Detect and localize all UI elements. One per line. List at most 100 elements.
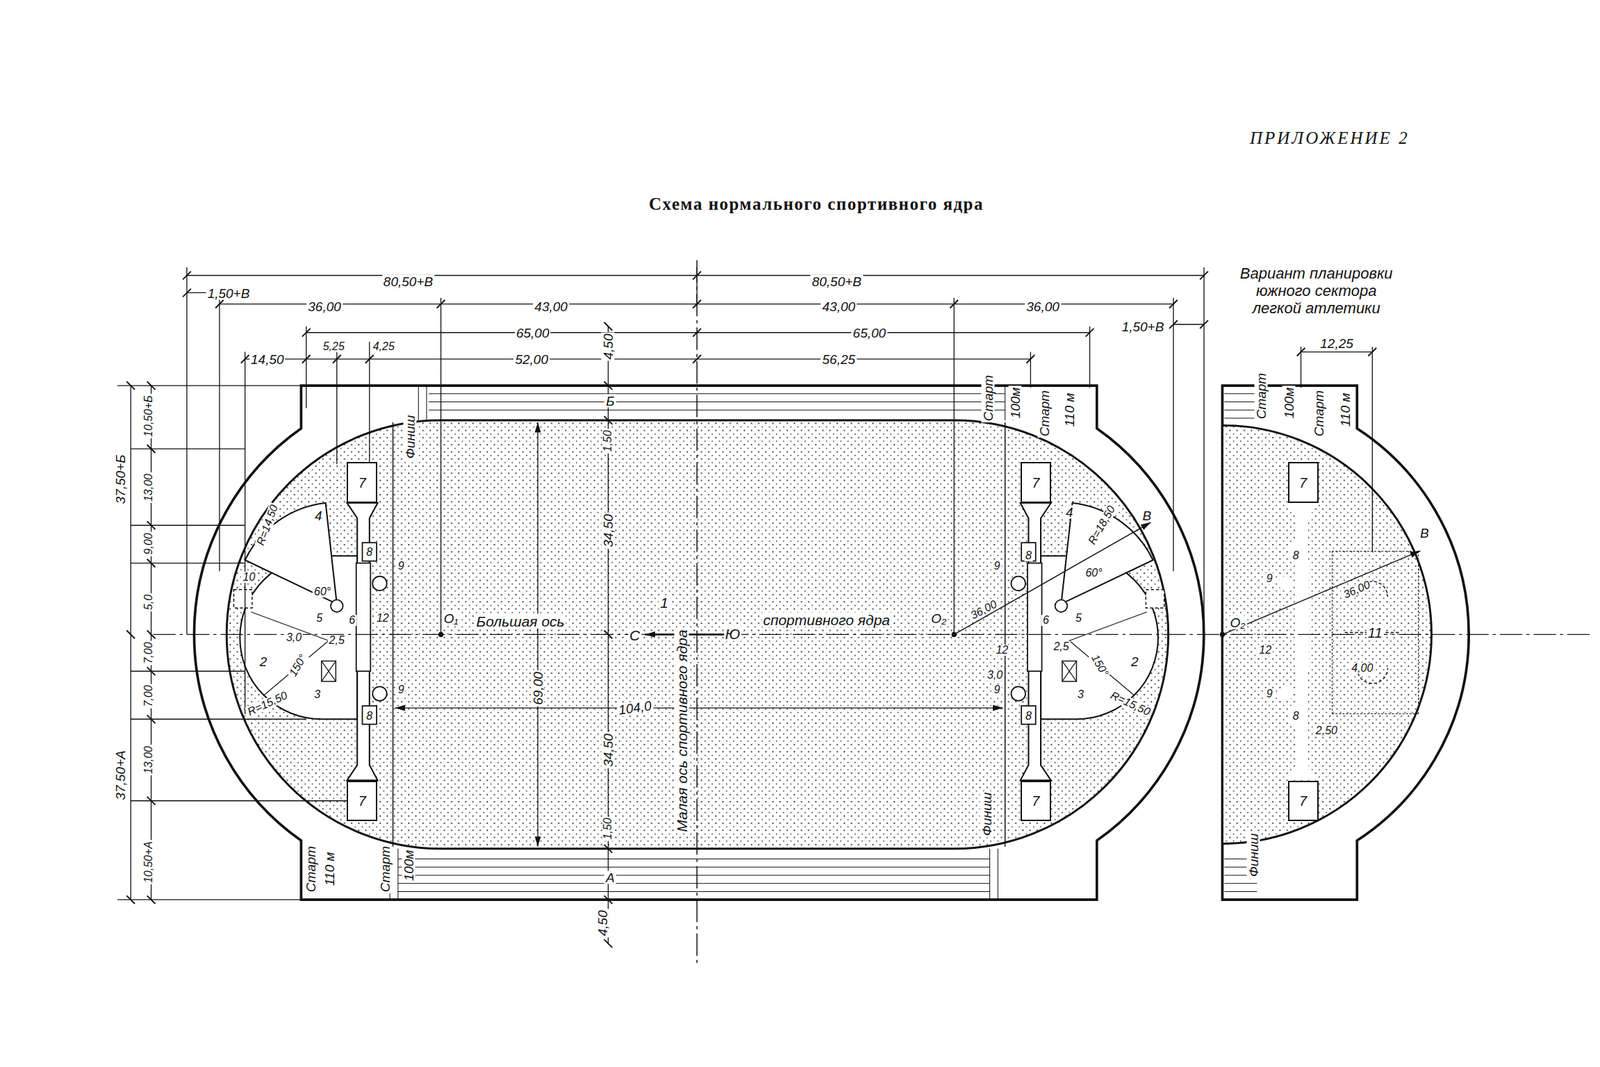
callout-number: 2,50 <box>1314 725 1339 737</box>
callout-number: 12 <box>375 612 391 624</box>
callout-number: 7 <box>1030 794 1041 808</box>
dimension-label: 43,00 <box>821 299 858 313</box>
dimension-label: 110 м <box>1338 391 1352 429</box>
axis-label: Малая ось спортивного ядра <box>674 628 690 834</box>
field-end-sectors <box>234 502 387 781</box>
jump-pit-box: 7 <box>1288 462 1319 503</box>
axis-label: С <box>628 627 642 642</box>
callout-number: 3 <box>312 689 322 701</box>
callout-number: 7,00 <box>143 683 155 708</box>
dimension-label: 37,50+Б <box>113 453 128 506</box>
drawing-title: Схема нормального спортивного ядра <box>648 194 984 214</box>
centre-points <box>438 632 1225 638</box>
callout-number: 4,00 <box>1349 662 1375 674</box>
dimension-label: Старт <box>1037 389 1051 438</box>
axis-label: 1 <box>658 594 670 610</box>
dimension-label: Старт <box>377 844 392 894</box>
callout-number: 9 <box>1265 573 1275 585</box>
callout-number: 10,50+А <box>143 839 155 885</box>
callout-number: 11 <box>1366 625 1384 640</box>
jump-pit-box: 7 <box>1288 780 1319 822</box>
callout-number: 9,00 <box>143 531 155 556</box>
callout-number: 10,50+Б <box>143 393 155 439</box>
dimension-label: Финиш <box>403 413 417 460</box>
callout-number: 8 <box>1291 710 1301 722</box>
dimension-label: 100м <box>401 848 415 883</box>
dimension-label: Старт <box>1254 371 1268 421</box>
callout-number: 6 <box>1041 614 1051 626</box>
dimension-label: Старт <box>980 373 995 423</box>
dimension-label: 110 м <box>323 851 337 888</box>
axis-label: Большая ось <box>474 614 566 629</box>
jump-runway <box>1278 502 1318 781</box>
callout-number: 9 <box>396 684 406 696</box>
callout-number: 8 <box>1291 550 1301 562</box>
dimension-label: 36,00 <box>306 299 343 313</box>
dimension-label: Финиш <box>1246 832 1260 879</box>
jump-pit-box: 7 <box>346 780 378 822</box>
dimension-label: 65,00 <box>851 325 888 340</box>
dimension-label: 43,00 <box>532 299 569 313</box>
appendix-number: ПРИЛОЖЕНИЕ 2 <box>1248 129 1412 147</box>
dimension-label: О₂ <box>929 612 948 626</box>
dimension-label: 34,50 <box>601 732 615 769</box>
callout-number: 9 <box>1265 688 1275 700</box>
callout-number: 3,0 <box>985 669 1004 681</box>
callout-number: 3,0 <box>284 632 303 644</box>
dimension-label: 4 <box>1064 505 1075 519</box>
callout-number: 10 <box>241 571 257 583</box>
callout-number: 5,0 <box>143 592 155 611</box>
callout-number: 6 <box>347 614 357 626</box>
dimension-label: 1,50+В <box>1120 320 1166 334</box>
jump-pit-box: 7 <box>1020 462 1052 503</box>
field-end-sectors <box>1010 502 1164 781</box>
axis-label: спортивного ядра <box>761 612 892 627</box>
dimension-lines <box>117 267 1373 945</box>
jump-pit-box: 7 <box>346 462 378 503</box>
dimension-label: Старт <box>1311 389 1325 438</box>
callout-number: 12 <box>1257 644 1273 656</box>
dimension-label: 65,00 <box>514 325 551 340</box>
dimension-label: 34,50 <box>601 512 615 549</box>
callout-number: 5 <box>1074 612 1084 624</box>
callout-number: 7 <box>1297 475 1309 490</box>
track-lanes <box>389 385 1013 900</box>
dimension-label: 100м <box>1282 386 1296 421</box>
callout-number: 12 <box>994 644 1010 656</box>
callout-number: 7 <box>1297 794 1309 808</box>
callout-number: 8 <box>1024 550 1034 562</box>
track-outline <box>193 385 1204 900</box>
callout-number: 13,00 <box>143 744 155 776</box>
callout-number: 5,25 <box>321 341 346 353</box>
dimension-label: В <box>1418 525 1431 540</box>
dimension-label: Старт <box>303 844 317 894</box>
dimension-label: 2 <box>258 654 269 668</box>
callout-number: 9 <box>992 560 1002 572</box>
dimension-label: А <box>604 871 617 885</box>
dimension-label: 4 <box>313 508 324 522</box>
dimension-label: 12,25 <box>1318 336 1355 350</box>
dimension-label: 100м <box>1008 386 1022 421</box>
throwing-sector-box: 11 <box>1331 550 1419 715</box>
radius-lines <box>953 522 1421 635</box>
jump-pit-box: 7 <box>1020 780 1052 822</box>
dimension-label: 110 м <box>1062 391 1077 429</box>
callout-number: 1,50 <box>602 816 614 841</box>
callout-number: 60° <box>1083 567 1104 579</box>
dimension-label: О₁ <box>442 612 460 626</box>
dimension-label: 80,50+В <box>810 275 863 289</box>
callout-number: 4,25 <box>371 341 397 353</box>
dimension-label: 52,00 <box>513 352 550 367</box>
callout-number: 3 <box>1076 689 1086 701</box>
dimension-label: 37,50+А <box>113 749 128 802</box>
dimension-label: 4,50 <box>601 332 615 362</box>
callout-number: 2,5 <box>1051 641 1070 653</box>
callout-number: 13,00 <box>143 472 155 503</box>
axis-label: Ю <box>723 626 742 642</box>
dimension-label: 2 <box>1129 654 1141 668</box>
callout-number: 8 <box>364 710 374 722</box>
callout-number: 5 <box>314 612 324 624</box>
variant-lanes <box>1224 393 1257 893</box>
